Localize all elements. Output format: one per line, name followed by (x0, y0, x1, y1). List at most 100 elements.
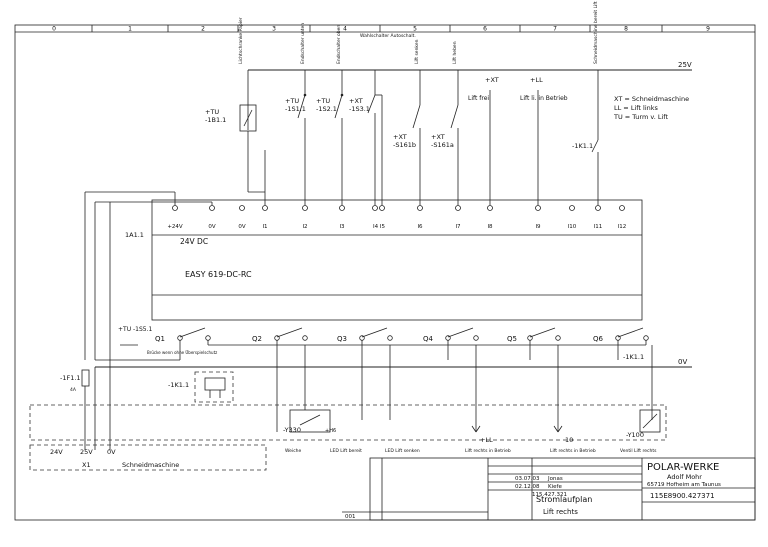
output-q5: Q5 (507, 335, 517, 343)
s161b-label: -S161b (393, 141, 416, 149)
column-number-0: 0 (52, 26, 56, 33)
light-barrier-b1 (239, 104, 257, 180)
function-label-switch: Weiche (285, 448, 302, 454)
output-wiring (95, 340, 653, 432)
title-name-1: Jonas (547, 476, 563, 482)
controller-easy619 (151, 199, 643, 321)
function-label-valve: Ventil Lift rechts (620, 448, 657, 454)
terminal-i1: I1 (262, 224, 267, 230)
terminal-i7: I7 (455, 224, 461, 230)
column-number-5: 5 (413, 26, 417, 33)
terminal-plus24v: +24V (167, 224, 183, 230)
ll-top-label: +LL (530, 76, 543, 84)
s3-label: -1S3.1 (349, 105, 370, 113)
fuse-label: -1F1.1 (60, 374, 81, 382)
title-name-2: Kiefe (548, 484, 562, 490)
b1-label: -1B1.1 (205, 116, 226, 124)
output-q6: Q6 (593, 335, 604, 343)
company-name: POLAR-WERKE (647, 462, 719, 473)
s1-label: -1S1.1 (285, 105, 306, 113)
voltage-24v: 24V (50, 448, 63, 456)
title-block (342, 457, 756, 521)
column-number-6: 6 (483, 26, 487, 33)
column-number-2: 2 (201, 26, 205, 33)
terminal-i6: I6 (417, 224, 423, 230)
b1-prefix: +TU (205, 108, 219, 116)
limit-switch-s2 (334, 93, 344, 140)
terminal-i9: I9 (535, 224, 541, 230)
s1-prefix: +TU (285, 97, 299, 105)
function-label-lift-op-2: Lift rechts in Betrieb (550, 448, 596, 454)
terminal-i11: I11 (594, 224, 603, 230)
switch-s161a (450, 104, 459, 160)
xt-top-label: +XT (485, 76, 499, 84)
terminal-0v-a: 0V (208, 224, 215, 230)
legend-tu: TU = Turm v. Lift (613, 113, 668, 121)
output-q3: Q3 (337, 335, 347, 343)
function-label-led-lower: LED Lift senken (385, 448, 420, 454)
terminal-i3: I3 (339, 224, 345, 230)
drawing-title: Stromlaufplan (536, 495, 592, 504)
sensor-header-limit-top: Endschalter oben (336, 25, 342, 64)
sensor-header-lift-lower: Lift senken (414, 39, 420, 64)
title-date-2: 02.12.08 (515, 484, 540, 490)
limit-switch-s1 (297, 93, 307, 140)
company-address: 65719 Hofheim am Taunus (647, 482, 721, 488)
machine-terminal-box (29, 444, 267, 471)
output-q2: Q2 (252, 335, 262, 343)
legend-ll: LL = Lift links (614, 104, 659, 112)
column-number-1: 1 (128, 26, 132, 33)
y100-label: -Y100 (626, 431, 644, 439)
s2-label: -1S2.1 (316, 105, 337, 113)
sensor-header-lift-raise: Lift heben (452, 41, 458, 64)
terminal-i8: I8 (487, 224, 493, 230)
sensor-header-limit-bottom: Endschalter unten (300, 23, 306, 64)
company-owner: Adolf Mohr (667, 473, 702, 481)
column-number-9: 9 (706, 26, 710, 33)
supply-wiring (84, 191, 213, 450)
k1-output-label: -1K1.1 (623, 353, 644, 361)
s161a-prefix: +XT (431, 133, 445, 141)
machine-zone (29, 404, 667, 441)
y330-label: -Y330 (283, 426, 301, 434)
column-number-4: 4 (343, 26, 347, 33)
controller-output-relays (177, 327, 649, 341)
relay-k1-label: -1K1.1 (168, 381, 189, 389)
title-date-1: 03.07.03 (515, 476, 540, 482)
controller-tag: 1A1.1 (125, 231, 144, 239)
output-q1: Q1 (155, 335, 165, 343)
valve-y330 (289, 409, 331, 433)
tu-s5-label: +TU -1S5.1 (118, 326, 153, 333)
switch-s161b (412, 104, 421, 160)
title-reference: 115.427.321 (532, 492, 567, 498)
controller-supply: 24V DC (180, 237, 208, 246)
voltage-0v: 0V (107, 448, 116, 456)
column-number-3: 3 (272, 26, 276, 33)
terminal-i10: I10 (568, 224, 577, 230)
fuse-f1 (81, 367, 96, 450)
sheet-number: 001 (345, 514, 356, 520)
rail-25v-label: 25V (678, 61, 692, 69)
terminal-i4-i5: I4 I5 (373, 224, 385, 230)
relay-k1 (194, 371, 234, 403)
lift-operation-label: Lift li. in Betrieb (520, 95, 568, 102)
lift-free-label: Lift frei (468, 95, 489, 102)
drawing-subtitle: Lift rechts (543, 508, 578, 516)
h6-label: +H6 (325, 428, 336, 434)
terminal-x1: X1 (82, 461, 91, 469)
selector-switch-s3 (367, 94, 383, 125)
k1-contact-label: -1K1.1 (572, 142, 593, 150)
function-label-led-ready: LED Lift bereit (330, 448, 362, 454)
terminal-i2: I2 (302, 224, 307, 230)
arrow-ll-2 (553, 425, 563, 433)
document-number: 115E8900.427371 (650, 492, 715, 500)
function-label-lift-op-1: Lift rechts in Betrieb (465, 448, 511, 454)
sensor-header-machine-ready: Schneidmaschine bereit Lift (593, 1, 599, 64)
column-number-8: 8 (624, 26, 628, 33)
legend-xt: XT = Schneidmaschine (614, 95, 689, 103)
arrow-ll-1 (471, 425, 481, 433)
ll-output-1: +LL (480, 436, 493, 444)
s3-prefix: +XT (349, 97, 363, 105)
